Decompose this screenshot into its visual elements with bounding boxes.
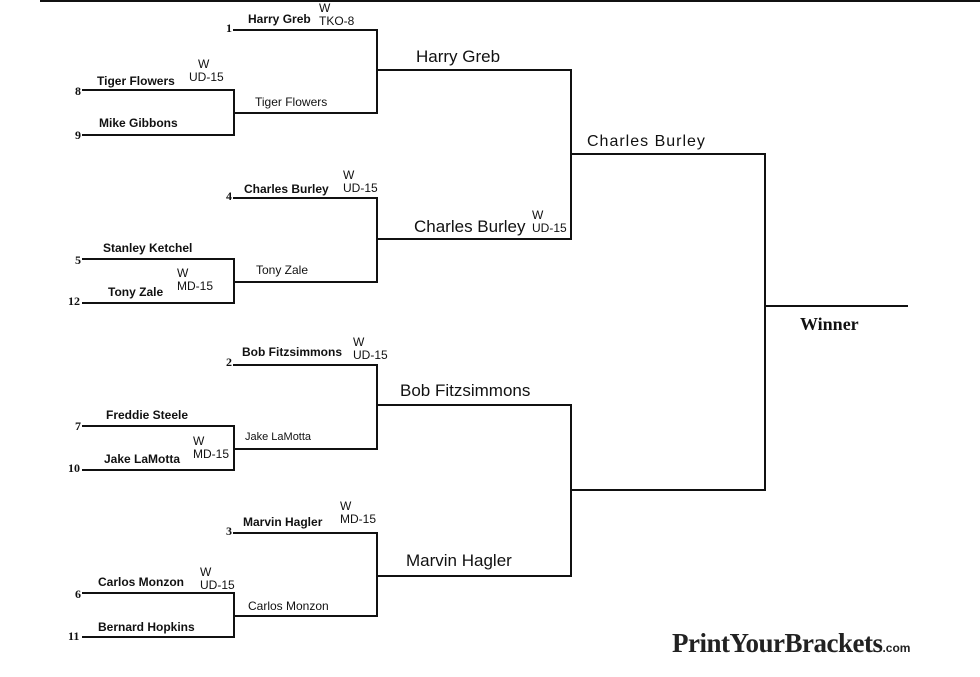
r2-jake-lamotta: Jake LaMotta — [245, 431, 312, 443]
result-label: W — [343, 168, 355, 182]
entrant-bob-fitzsimmons: Bob Fitzsimmons — [242, 345, 343, 359]
connector-r4 — [764, 153, 766, 491]
seed-8: 8 — [75, 84, 81, 98]
line-r3-greb — [376, 69, 572, 71]
entrant-mike-gibbons: Mike Gibbons — [99, 116, 178, 130]
seed-11: 11 — [68, 629, 80, 643]
result-label: W — [177, 266, 189, 280]
line-r2-monzon — [233, 615, 378, 617]
line-r2-flowers — [233, 112, 378, 114]
line-r1-fitzsimmons — [233, 364, 378, 366]
line-r2-lamotta — [233, 448, 378, 450]
result-label: W — [340, 499, 352, 513]
line-r1-gibbons — [82, 134, 234, 136]
line-r1-zale — [82, 302, 234, 304]
r3-bob-fitzsimmons: Bob Fitzsimmons — [400, 381, 531, 400]
logo-suffix: .com — [882, 641, 911, 655]
r2-tiger-flowers: Tiger Flowers — [255, 95, 328, 109]
entrant-tony-zale: Tony Zale — [108, 285, 164, 299]
entrant-carlos-monzon: Carlos Monzon — [98, 575, 184, 589]
line-r4-bottom — [570, 489, 766, 491]
line-r1-hopkins — [82, 636, 234, 638]
connector-r2-fitzsimmons-lamotta — [376, 364, 378, 450]
r3-marvin-hagler: Marvin Hagler — [406, 551, 512, 570]
r2-carlos-monzon: Carlos Monzon — [248, 599, 329, 613]
line-r1-monzon — [82, 592, 234, 594]
line-r3-fitzsimmons — [376, 404, 572, 406]
seed-2: 2 — [226, 355, 232, 369]
result-label: W — [353, 335, 365, 349]
connector-r2-greb-flowers — [376, 29, 378, 114]
result-monzon: W UD-15 — [200, 566, 235, 591]
seed-4: 4 — [226, 189, 232, 203]
line-r2-zale — [233, 281, 378, 283]
line-r1-steele — [82, 425, 234, 427]
line-r1-burley — [233, 197, 378, 199]
r3-charles-burley: Charles Burley — [414, 217, 526, 236]
connector-r2-hagler-monzon — [376, 532, 378, 617]
printyourbrackets-logo: PrintYourBrackets.com — [672, 630, 910, 657]
line-winner — [764, 305, 908, 307]
line-r1-hagler — [233, 532, 378, 534]
result-r3-burley: W UD-15 — [532, 209, 567, 234]
result-lamotta: W MD-15 — [193, 435, 229, 460]
entrant-harry-greb: Harry Greb — [248, 12, 311, 26]
result-method: MD-15 — [193, 446, 230, 461]
result-flowers: W UD-15 — [189, 58, 224, 83]
seed-3: 3 — [226, 524, 232, 538]
line-r1-flowers — [82, 89, 234, 91]
result-method: UD-15 — [343, 180, 378, 195]
result-method: UD-15 — [200, 577, 235, 592]
entrant-charles-burley: Charles Burley — [244, 182, 329, 196]
r4-charles-burley: Charles Burley — [587, 133, 706, 150]
result-zale: W MD-15 — [177, 267, 213, 292]
top-edge-rule — [40, 0, 980, 2]
line-r4-burley — [570, 153, 766, 155]
result-method: TKO-8 — [319, 13, 355, 28]
result-label: W — [193, 434, 205, 448]
entrant-bernard-hopkins: Bernard Hopkins — [98, 620, 195, 634]
connector-r2-burley-zale — [376, 197, 378, 283]
result-fitzsimmons: W UD-15 — [353, 336, 388, 361]
result-method: UD-15 — [353, 347, 388, 362]
result-label: W — [198, 57, 210, 71]
seed-12: 12 — [68, 294, 80, 308]
line-r3-hagler — [376, 575, 572, 577]
result-label: W — [532, 208, 544, 222]
result-method: MD-15 — [340, 511, 377, 526]
result-greb: W TKO-8 — [319, 2, 354, 27]
r2-tony-zale: Tony Zale — [256, 263, 309, 277]
entrant-stanley-ketchel: Stanley Ketchel — [103, 241, 193, 255]
result-label: W — [319, 1, 331, 15]
r3-harry-greb: Harry Greb — [416, 47, 501, 66]
seed-5: 5 — [75, 253, 81, 267]
line-r1-greb — [233, 29, 378, 31]
logo-main: PrintYourBrackets — [672, 628, 883, 658]
entrant-freddie-steele: Freddie Steele — [106, 408, 189, 422]
line-r1-lamotta — [82, 469, 234, 471]
seed-7: 7 — [75, 419, 81, 433]
line-r1-ketchel — [82, 258, 234, 260]
entrant-tiger-flowers: Tiger Flowers — [97, 74, 175, 88]
result-hagler: W MD-15 — [340, 500, 376, 525]
seed-10: 10 — [68, 461, 80, 475]
result-method: UD-15 — [189, 69, 224, 84]
entrant-jake-lamotta: Jake LaMotta — [104, 452, 181, 466]
result-method: UD-15 — [532, 220, 567, 235]
seed-6: 6 — [75, 587, 81, 601]
winner-label: Winner — [800, 314, 859, 334]
result-label: W — [200, 565, 212, 579]
result-burley: W UD-15 — [343, 169, 378, 194]
result-method: MD-15 — [177, 278, 214, 293]
entrant-marvin-hagler: Marvin Hagler — [243, 515, 323, 529]
line-r3-burley — [376, 238, 572, 240]
seed-9: 9 — [75, 128, 81, 142]
seed-1: 1 — [226, 21, 232, 35]
